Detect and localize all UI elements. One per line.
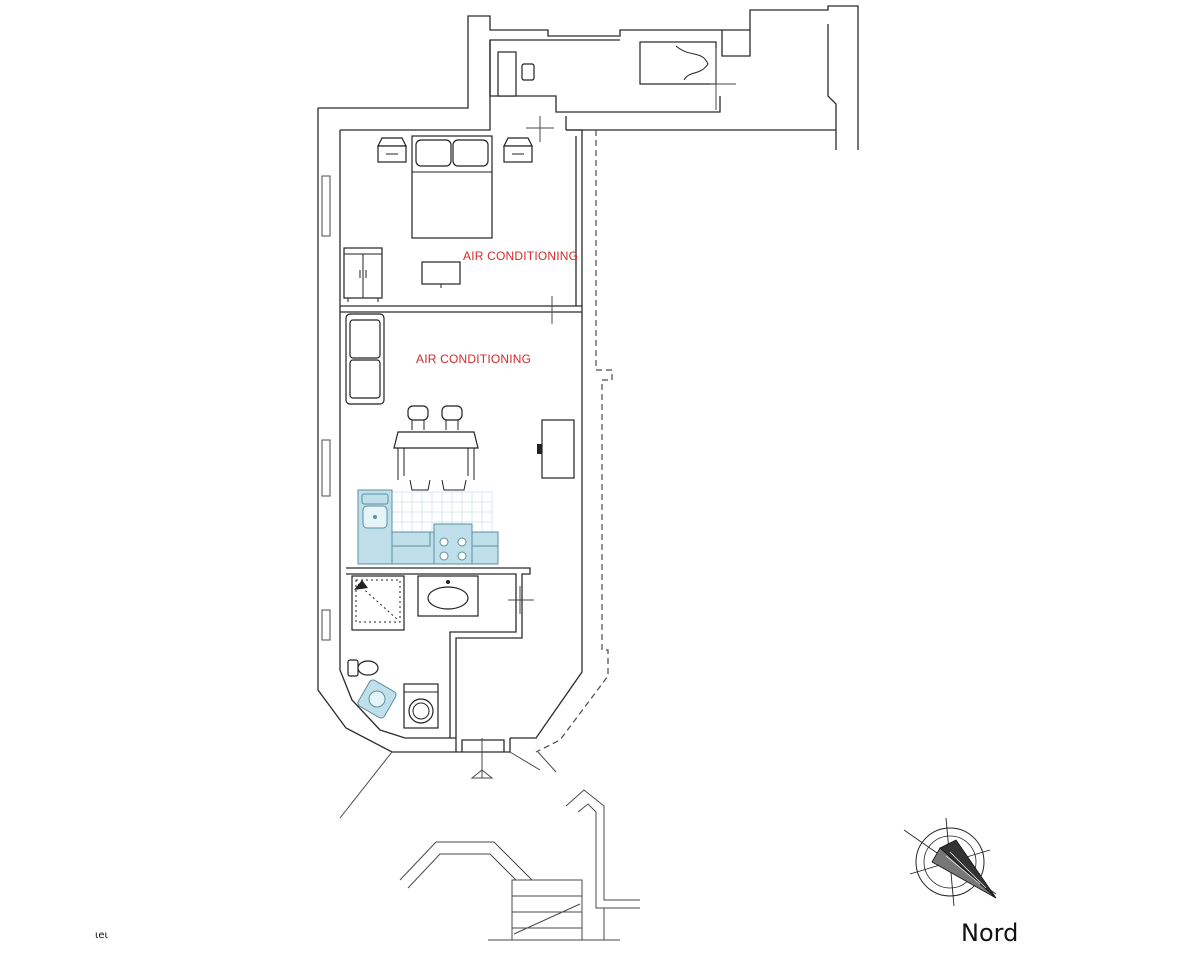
sink-icon	[357, 679, 397, 719]
chair-icon	[407, 405, 429, 430]
corner-text: ιeι	[95, 930, 108, 941]
stove-icon	[433, 523, 473, 565]
compass-label: Nord	[961, 919, 1019, 947]
nightstand-icon	[377, 137, 407, 163]
wardrobe-icon	[343, 247, 383, 302]
lower-building	[399, 789, 640, 941]
toilet-icon	[347, 659, 379, 677]
compass-icon	[903, 817, 997, 907]
nightstand-icon	[503, 137, 533, 163]
bedroom	[343, 135, 533, 302]
living-room	[345, 313, 575, 491]
tv-icon	[421, 261, 461, 288]
dining-table-icon	[393, 431, 479, 491]
shower-icon	[351, 575, 405, 631]
bathroom	[346, 567, 531, 738]
washbasin-icon	[417, 575, 479, 617]
walls	[317, 5, 859, 819]
washing-machine-icon	[403, 683, 439, 729]
chair-icon	[441, 405, 463, 430]
living-ac-label: AIR CONDITIONING	[416, 352, 532, 366]
sofa-icon	[345, 313, 385, 405]
top-room	[497, 41, 736, 110]
tv-icon	[537, 419, 575, 479]
corridor-outline	[535, 129, 836, 753]
kitchen-icon	[357, 489, 499, 565]
bedroom-ac-label: AIR CONDITIONING	[463, 249, 579, 263]
sink-icon	[361, 493, 389, 529]
bed-icon	[411, 135, 493, 239]
